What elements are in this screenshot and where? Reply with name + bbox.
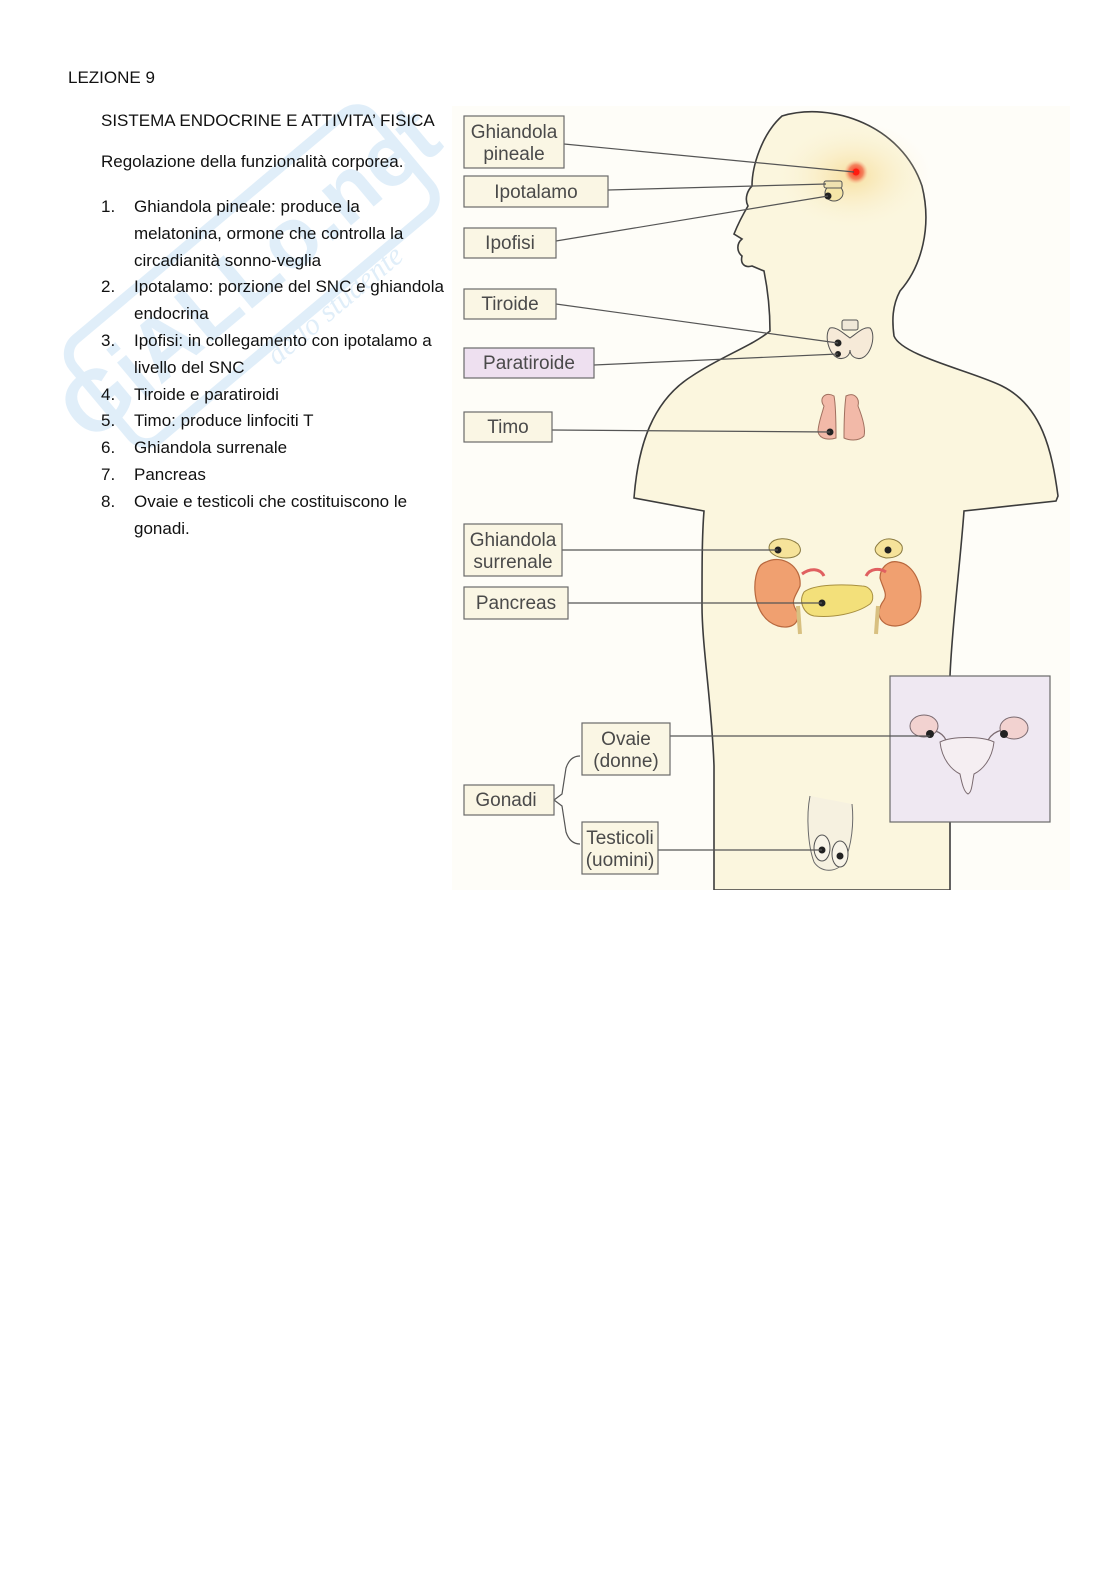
leader-lines — [551, 143, 930, 851]
renal-vessel-left — [801, 568, 826, 577]
kidney-left — [754, 558, 801, 628]
label-box-parathyroid — [463, 347, 595, 379]
list-item: 5. Timo: produce linfociti T — [101, 408, 446, 435]
lesson-title: LEZIONE 9 — [68, 68, 155, 87]
ureter-right — [874, 605, 880, 635]
body-silhouette — [633, 111, 1059, 890]
list-number: 4. — [101, 384, 116, 404]
label-box-pineal — [463, 115, 565, 169]
label-pineal-line2: pineale — [483, 144, 544, 165]
list-item: 4. Tiroide e paratiroidi — [101, 382, 446, 409]
thymus-right-lobe — [843, 394, 865, 441]
section-title: SISTEMA ENDOCRINE E ATTIVITA’ FISICA — [101, 111, 435, 130]
label-box-ovaries — [581, 722, 671, 776]
ureter-left — [796, 605, 802, 635]
label-box-thyroid — [463, 288, 557, 320]
label-ovaries-line1: Ovaie — [601, 729, 651, 750]
hypothalamus-shape — [823, 180, 843, 189]
list-item: 3. Ipofisi: in collegamento con ipotalamo… — [101, 328, 446, 382]
label-box-testes — [581, 821, 659, 875]
list-number: 3. — [101, 330, 116, 350]
ovary-dot-right — [1000, 730, 1008, 738]
list-item: 6. Ghiandola surrenale — [101, 435, 446, 462]
list-text: Timo: produce linfociti T — [134, 411, 314, 431]
endocrine-diagram: Ghiandola pineale Ipotalamo Ipofisi Tiro… — [452, 106, 1070, 890]
list-text: Ipofisi: in collegamento con ipotalamo a… — [134, 330, 432, 377]
pineal-dot — [852, 168, 860, 176]
thymus-left-lobe — [817, 393, 837, 440]
intro-text: Regolazione della funzionalità corporea. — [101, 152, 404, 171]
label-gonads: Gonadi — [475, 790, 536, 811]
label-ovaries-line2: (donne) — [593, 751, 659, 772]
label-thymus: Timo — [487, 417, 529, 438]
label-box-adrenal — [463, 523, 563, 577]
list-text: Ovaie e testicoli che costituiscono le g… — [134, 491, 408, 538]
list-item: 1. Ghiandola pineale: produce la melatoni… — [101, 194, 446, 274]
list-item: 8. Ovaie e testicoli che costituiscono le… — [101, 489, 446, 543]
label-box-hypothalamus — [463, 175, 609, 208]
list-text: Pancreas — [134, 464, 206, 484]
pancreas-shape — [801, 584, 874, 617]
label-adrenal-line2: surrenale — [473, 552, 552, 573]
label-thyroid: Tiroide — [481, 294, 538, 315]
uterus-shape — [939, 737, 995, 795]
list-number: 6. — [101, 438, 116, 458]
thyroid-shape — [826, 327, 874, 359]
label-texts: Ghiandola pineale Ipotalamo Ipofisi Tiro… — [470, 122, 659, 871]
label-boxes — [463, 115, 671, 875]
label-box-pituitary — [463, 227, 557, 259]
list-text: Ghiandola surrenale — [134, 438, 288, 458]
ovary-dot-left — [926, 730, 934, 738]
label-box-gonads — [463, 784, 555, 816]
label-pituitary: Ipofisi — [485, 233, 535, 254]
list-text: Ghiandola pineale: produce la melatonina… — [134, 197, 404, 270]
list-number: 8. — [101, 491, 116, 511]
list-number: 1. — [101, 197, 116, 216]
label-testes-line1: Testicoli — [586, 828, 654, 849]
larynx-shape — [841, 319, 859, 331]
list-text: Tiroide e paratiroidi — [134, 384, 279, 404]
label-hypothalamus: Ipotalamo — [494, 182, 577, 203]
list-item: 7. Pancreas — [101, 462, 446, 489]
label-box-thymus — [463, 411, 553, 443]
label-pancreas: Pancreas — [476, 593, 556, 614]
list-number: 2. — [101, 277, 116, 297]
label-parathyroid: Paratiroide — [483, 353, 575, 374]
adrenal-dot-right — [884, 546, 892, 554]
list-item: 2. Ipotalamo: porzione del SNC e ghiandol… — [101, 274, 446, 328]
list-number: 7. — [101, 464, 116, 484]
label-box-pancreas — [463, 586, 569, 620]
list-text: Ipotalamo: porzione del SNC e ghiandola … — [134, 277, 444, 324]
label-adrenal-line1: Ghiandola — [470, 530, 557, 551]
testis-dot-right — [836, 852, 844, 860]
label-testes-line2: (uomini) — [586, 850, 655, 871]
list-number: 5. — [101, 411, 116, 431]
label-pineal-line1: Ghiandola — [471, 122, 558, 143]
gland-list: 1. Ghiandola pineale: produce la melatoni… — [101, 194, 446, 542]
renal-vessel-right — [864, 567, 887, 577]
